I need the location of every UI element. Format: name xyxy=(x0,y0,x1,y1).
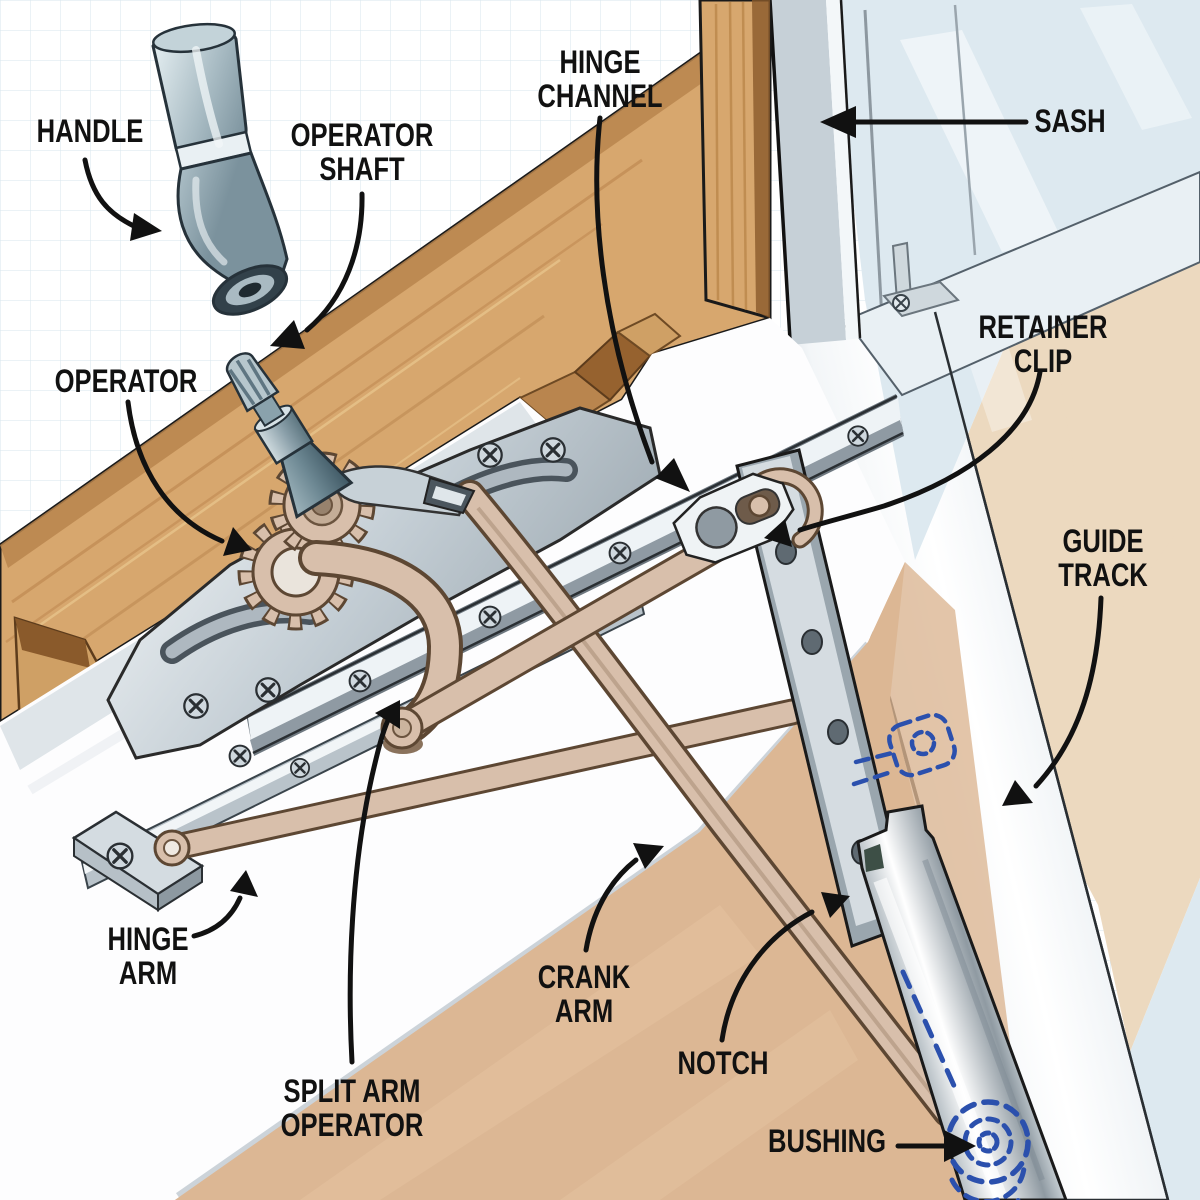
label-operator: OPERATOR xyxy=(54,363,198,399)
arrow-retainer-clip xyxy=(797,369,1043,533)
arrow-split-arm-operator xyxy=(347,717,391,1065)
glazing-bracket xyxy=(882,241,960,318)
operator-mechanism xyxy=(71,352,964,1128)
label-split-arm-operator: SPLIT ARM OPERATOR xyxy=(280,1073,424,1143)
hinge-arm-bracket xyxy=(71,810,205,912)
label-hinge-arm: HINGE ARM xyxy=(107,921,189,991)
arrow-guide-track xyxy=(1033,595,1104,789)
label-handle: HANDLE xyxy=(36,113,144,149)
sash-assembly xyxy=(768,0,1200,1200)
arrow-operator-shaft xyxy=(304,191,365,333)
retainer-clip-part xyxy=(672,472,795,564)
arrow-hinge-channel xyxy=(594,115,655,465)
arrow-crank-arm xyxy=(583,857,639,953)
arrow-handle xyxy=(82,157,139,230)
crank-arm-part xyxy=(454,479,964,1128)
label-retainer-clip: RETAINER CLIP xyxy=(978,309,1108,379)
arrow-notch xyxy=(719,909,815,1043)
notch-cut xyxy=(864,844,884,872)
label-hinge-channel: HINGE CHANNEL xyxy=(537,44,663,114)
label-notch: NOTCH xyxy=(677,1045,769,1081)
arrow-operator xyxy=(125,399,225,544)
sash-stile xyxy=(768,0,846,345)
operator-shaft-part xyxy=(225,352,354,519)
label-bushing: BUSHING xyxy=(767,1123,887,1159)
bushing-upper xyxy=(851,712,957,787)
label-operator-shaft: OPERATOR SHAFT xyxy=(290,117,434,187)
label-crank-arm: CRANK ARM xyxy=(537,959,631,1029)
rail-top-face xyxy=(844,170,1200,397)
label-guide-track: GUIDE TRACK xyxy=(1058,523,1148,593)
arrow-hinge-arm xyxy=(191,895,243,939)
hinge-arm-part xyxy=(153,698,806,867)
label-sash: SASH xyxy=(1034,103,1106,139)
window-frame-wood xyxy=(0,0,772,754)
callout-arrows xyxy=(82,106,1104,1162)
handle-illustration xyxy=(151,22,289,316)
